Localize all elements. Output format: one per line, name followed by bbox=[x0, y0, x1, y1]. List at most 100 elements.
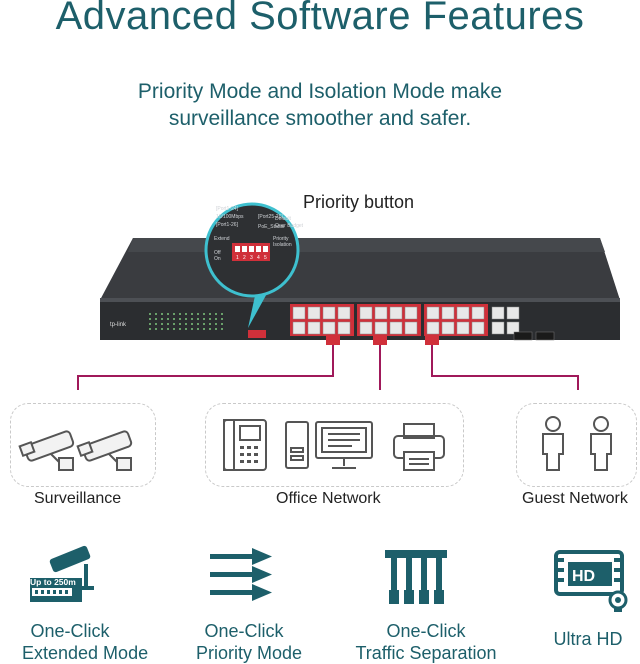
ethernet-port bbox=[426, 306, 440, 320]
status-led bbox=[215, 323, 217, 325]
status-led bbox=[155, 318, 157, 320]
feature-priority-line1: One-Click bbox=[204, 621, 284, 641]
status-led bbox=[203, 313, 205, 315]
status-led bbox=[203, 328, 205, 330]
feature-extended-mode: One-Click Extended Mode bbox=[22, 620, 149, 664]
ethernet-port bbox=[374, 321, 388, 335]
status-led bbox=[155, 328, 157, 330]
legend-port1-24: [Port1-24] bbox=[216, 206, 239, 212]
status-led bbox=[185, 318, 187, 320]
priority-arrows-icon bbox=[210, 548, 272, 601]
status-led bbox=[149, 328, 151, 330]
ethernet-port bbox=[404, 306, 418, 320]
feature-priority-line2: Priority Mode bbox=[196, 643, 303, 663]
status-led bbox=[197, 328, 199, 330]
dip-switch bbox=[248, 330, 266, 338]
status-led bbox=[173, 313, 175, 315]
status-led bbox=[203, 318, 205, 320]
legend-speed: 10/100Mbps bbox=[216, 214, 244, 220]
surveillance-box bbox=[10, 403, 156, 487]
status-led bbox=[173, 323, 175, 325]
ethernet-port bbox=[374, 306, 388, 320]
status-led bbox=[221, 313, 223, 315]
uplink-port bbox=[506, 321, 520, 335]
priority-button-label: Priority button bbox=[303, 192, 415, 212]
range-badge: Up to 250m bbox=[30, 577, 76, 587]
switch-led-area bbox=[149, 313, 223, 330]
status-led bbox=[173, 318, 175, 320]
ethernet-port bbox=[471, 321, 485, 335]
status-led bbox=[161, 313, 163, 315]
status-led bbox=[215, 318, 217, 320]
status-led bbox=[191, 313, 193, 315]
status-led bbox=[149, 318, 151, 320]
guest-network-label: Guest Network bbox=[522, 490, 628, 507]
switch-ports bbox=[290, 304, 488, 336]
ethernet-port bbox=[471, 306, 485, 320]
connector-lines bbox=[77, 338, 579, 390]
feature-ultra-hd-label: Ultra HD bbox=[553, 629, 623, 649]
uplink-port bbox=[506, 306, 520, 320]
status-led bbox=[149, 313, 151, 315]
feature-traffic-separation: One-Click Traffic Separation bbox=[344, 620, 508, 664]
dip-number: 1 bbox=[236, 255, 239, 261]
ethernet-port bbox=[441, 306, 455, 320]
legend-over-budget: Over Budget bbox=[275, 223, 304, 229]
status-led bbox=[167, 328, 169, 330]
status-led bbox=[185, 323, 187, 325]
ethernet-port bbox=[337, 321, 351, 335]
ethernet-port bbox=[359, 306, 373, 320]
camera-icon bbox=[18, 430, 75, 471]
subtitle-line-2: surveillance smoother and safer. bbox=[168, 107, 472, 130]
feature-separation-line1: One-Click bbox=[386, 621, 466, 641]
dip-key bbox=[235, 246, 240, 252]
ethernet-port bbox=[456, 306, 470, 320]
status-led bbox=[215, 313, 217, 315]
ethernet-port bbox=[322, 321, 336, 335]
feature-extended-line2: Extended Mode bbox=[22, 643, 149, 663]
phone-icon bbox=[223, 419, 267, 471]
feature-priority-mode: One-Click Priority Mode bbox=[196, 620, 303, 664]
status-led bbox=[185, 328, 187, 330]
status-led bbox=[197, 313, 199, 315]
status-led bbox=[209, 328, 211, 330]
ethernet-port bbox=[389, 321, 403, 335]
status-led bbox=[191, 323, 193, 325]
switch-uplink-ports bbox=[491, 306, 555, 341]
ethernet-port bbox=[292, 321, 306, 335]
status-led bbox=[191, 318, 193, 320]
uplink-port bbox=[491, 306, 505, 320]
ultra-hd-icon: HD bbox=[554, 550, 628, 612]
ethernet-port bbox=[322, 306, 336, 320]
status-led bbox=[185, 313, 187, 315]
ethernet-port bbox=[307, 306, 321, 320]
dip-key bbox=[242, 246, 247, 252]
ethernet-port bbox=[456, 321, 470, 335]
feature-separation-line2: Traffic Separation bbox=[355, 643, 497, 663]
status-led bbox=[179, 323, 181, 325]
ethernet-port bbox=[337, 306, 351, 320]
status-led bbox=[155, 323, 157, 325]
legend-port1-26: [Port1-26] bbox=[216, 222, 239, 228]
status-led bbox=[197, 318, 199, 320]
status-led bbox=[179, 318, 181, 320]
status-led bbox=[179, 313, 181, 315]
person-icon bbox=[590, 416, 612, 471]
status-led bbox=[161, 323, 163, 325]
callout-dip-keys bbox=[235, 246, 268, 252]
status-led bbox=[191, 328, 193, 330]
dip-number: 2 bbox=[243, 255, 246, 261]
dip-label-priority: Priority bbox=[273, 236, 289, 242]
dip-number: 5 bbox=[264, 255, 267, 261]
feature-ultra-hd: Ultra HD bbox=[548, 628, 628, 650]
status-led bbox=[161, 318, 163, 320]
sfp-port bbox=[513, 331, 533, 341]
status-led bbox=[149, 323, 151, 325]
dip-number: 3 bbox=[250, 255, 253, 261]
ethernet-port bbox=[307, 321, 321, 335]
ethernet-port bbox=[359, 321, 373, 335]
uplink-port bbox=[491, 321, 505, 335]
status-led bbox=[173, 328, 175, 330]
ethernet-port bbox=[292, 306, 306, 320]
separation-icon bbox=[385, 550, 447, 604]
